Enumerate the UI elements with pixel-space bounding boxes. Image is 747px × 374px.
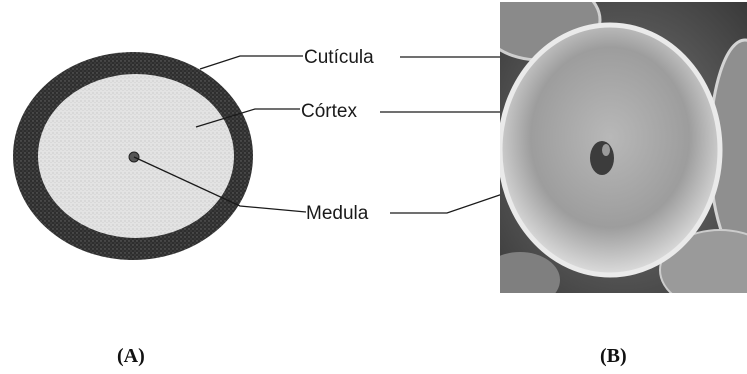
- cortex-label: Córtex: [301, 101, 357, 122]
- micrograph-photo: [480, 0, 747, 310]
- medulla-label: Medula: [306, 203, 369, 224]
- panel-label-b: (B): [600, 345, 627, 367]
- cuticle-leader-left: [200, 56, 303, 69]
- panel-label-a: (A): [117, 345, 145, 367]
- neighbor-fiber-bottom-left: [480, 252, 560, 308]
- schematic-hair-diagram: [13, 52, 253, 260]
- cuticle-label: Cutícula: [304, 47, 374, 68]
- hair-medulla: [590, 141, 614, 175]
- hair-medulla-highlight: [602, 144, 610, 156]
